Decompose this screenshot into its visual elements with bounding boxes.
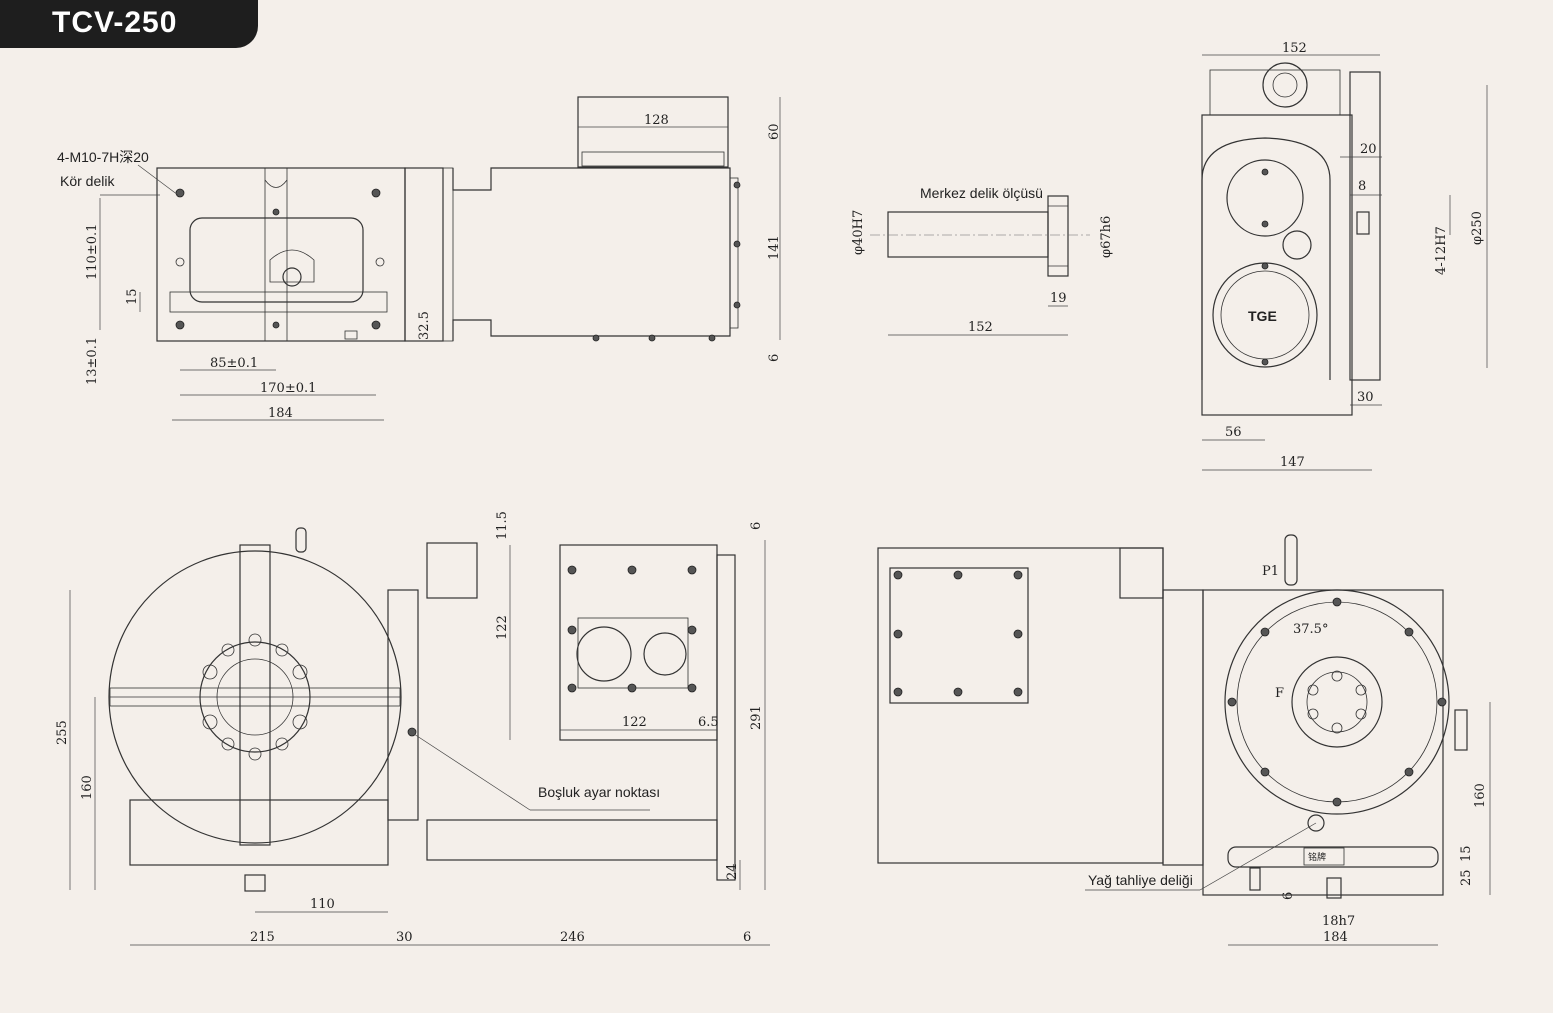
blind-hole-label: Kör delik [60, 173, 115, 189]
dim-6-5: 6.5 [698, 715, 719, 730]
dim-122-v: 122 [495, 615, 510, 640]
dim-215: 215 [250, 930, 275, 945]
dim-d67: φ67h6 [1099, 216, 1114, 258]
dim-6: 6 [767, 354, 782, 362]
f-mark: F [1275, 686, 1284, 701]
thread-spec-label: 4-M10-7H深20 [57, 149, 149, 165]
dim-30-right: 30 [1357, 390, 1374, 405]
dim-18h7: 18h7 [1322, 914, 1355, 929]
dim-30-bottom: 30 [396, 930, 413, 945]
dim-246: 246 [560, 930, 585, 945]
dim-152-center: 152 [968, 320, 993, 335]
dim-13: 13±0.1 [85, 337, 100, 385]
dim-20: 20 [1360, 142, 1377, 157]
backlash-label: Boşluk ayar noktası [538, 784, 660, 800]
dim-6-right: 6 [1281, 892, 1296, 900]
page-title: TCV-250 [52, 6, 178, 39]
p1-mark: P1 [1262, 564, 1279, 579]
bottom-right-view: P1 F 37.5° 铭牌 Yağ tahliye deliği 160 15 … [877, 534, 1491, 946]
dim-4-12: 4-12H7 [1434, 226, 1449, 275]
dim-11-5: 11.5 [495, 511, 510, 540]
bottom-left-view: Boşluk ayar noktası 11.5 122 122 6.5 6 2… [55, 511, 770, 946]
dim-19: 19 [1050, 291, 1067, 306]
oil-drain-label: Yağ tahliye deliği [1088, 872, 1193, 888]
dim-6-bottom: 6 [743, 930, 751, 945]
top-left-view: 128 60 141 6 110±0.1 15 13±0.1 85±0.1 17… [57, 96, 782, 421]
dim-15: 15 [125, 288, 140, 305]
dim-phi250: φ250 [1470, 211, 1485, 245]
dim-32-5: 32.5 [417, 311, 432, 340]
dim-160-left: 160 [80, 775, 95, 800]
dim-152-right: 152 [1282, 41, 1307, 56]
dim-37-5: 37.5° [1293, 622, 1328, 637]
top-right-view: TGE 152 20 8 4-12H7 φ250 30 56 147 [1201, 41, 1488, 471]
dim-170: 170±0.1 [260, 381, 316, 396]
center-hole-detail: Merkez delik ölçüsü φ40H7 φ67h6 19 152 [851, 185, 1114, 336]
center-hole-label: Merkez delik ölçüsü [920, 185, 1043, 201]
dim-141: 141 [767, 235, 782, 260]
dim-122-h: 122 [622, 715, 647, 730]
plate-text: 铭牌 [1308, 851, 1326, 863]
dim-24: 24 [725, 863, 740, 880]
dim-110: 110±0.1 [85, 224, 100, 280]
dim-60: 60 [767, 123, 782, 140]
dim-56: 56 [1225, 425, 1242, 440]
dim-6-top: 6 [749, 522, 764, 530]
dim-184-right: 184 [1323, 930, 1348, 945]
dim-160-right: 160 [1473, 783, 1488, 808]
dim-85: 85±0.1 [210, 356, 258, 371]
dim-255: 255 [55, 720, 70, 745]
dim-147: 147 [1280, 455, 1305, 470]
dim-15-right: 15 [1459, 845, 1474, 862]
dim-184: 184 [268, 406, 293, 421]
dim-128: 128 [644, 113, 669, 128]
dim-110-bottom: 110 [310, 897, 335, 912]
dim-25: 25 [1459, 869, 1474, 886]
dim-291: 291 [749, 705, 764, 730]
title-tab: TCV-250 [0, 0, 258, 48]
dim-d40: φ40H7 [851, 210, 866, 255]
dim-8: 8 [1358, 179, 1366, 194]
logo-text: TGE [1248, 308, 1277, 324]
